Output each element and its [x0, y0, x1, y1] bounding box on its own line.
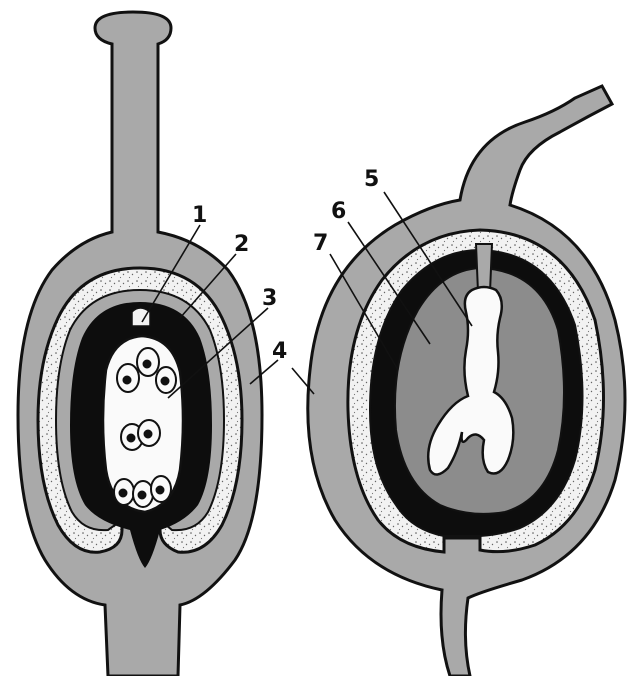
label-7: 7	[313, 231, 328, 256]
suspensor	[476, 244, 492, 292]
antipodal-cells	[114, 476, 171, 507]
label-4: 4	[272, 339, 287, 364]
label-5: 5	[364, 167, 379, 192]
label-2: 2	[234, 232, 249, 257]
micropyle	[132, 308, 150, 326]
polar-nuclei	[121, 420, 160, 450]
label-1: 1	[192, 203, 207, 228]
ovule-left	[18, 12, 262, 676]
label-3: 3	[262, 286, 277, 311]
label-6: 6	[331, 199, 346, 224]
seed-right	[308, 86, 625, 676]
